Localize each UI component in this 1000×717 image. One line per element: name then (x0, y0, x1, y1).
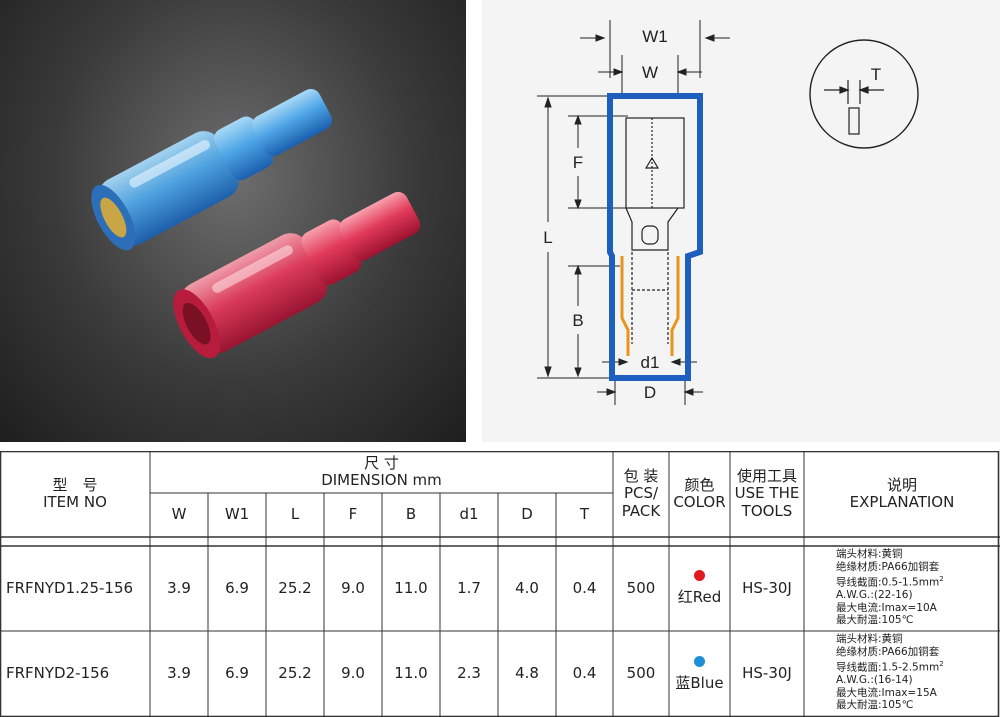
header-color-cn: 颜色 (684, 475, 715, 494)
row-pack: 500 (626, 578, 656, 597)
connector-photo-illustration (91, 88, 421, 359)
header-explanation-en: EXPLANATION (849, 493, 955, 511)
row-dim-W: 3.9 (167, 578, 191, 597)
technical-drawing: W1 W T F L B d1 D (482, 0, 1000, 442)
label-d1: d1 (641, 353, 660, 372)
label-T: T (871, 65, 881, 84)
label-D: D (644, 383, 656, 402)
explanation-line: A.W.G.:(16-14) (836, 674, 913, 687)
label-W1: W1 (642, 27, 668, 46)
header-dimension: 尺 寸 DIMENSION mm (150, 451, 613, 493)
row-dim-F: 9.0 (341, 664, 365, 683)
specification-table: 型 号 ITEM NO 尺 寸 DIMENSION mm W W1 L F B … (0, 451, 1000, 717)
explanation-line: 端头材料:黄铜 (836, 633, 903, 645)
explanation-line: A.W.G.:(22-16) (836, 589, 913, 602)
header-dim-D: D (521, 505, 533, 524)
header-pack-cn: 包 装 (623, 467, 659, 486)
row-dim-D: 4.0 (515, 578, 539, 597)
blue-connector (91, 88, 333, 251)
explanation-line: 绝缘材质:PA66加铜套 (836, 560, 940, 573)
red-connector (173, 191, 421, 359)
label-L: L (543, 228, 552, 247)
header-dim-L: L (290, 505, 300, 524)
row-dim-B: 11.0 (394, 578, 428, 597)
row-color: 红Red (669, 546, 730, 631)
row-item-no: FRFNYD1.25-156 (6, 578, 134, 597)
row-dim-W: 3.9 (167, 664, 191, 683)
explanation-line: 导线截面:1.5-2.5mm2 (836, 660, 944, 674)
header-item-no-cn: 型 号 (52, 475, 98, 494)
header-item-no: 型 号 ITEM NO (0, 451, 150, 537)
row-explanation: 端头材料:黄铜 绝缘材质:PA66加铜套 导线截面:1.5-2.5mm2 A.W… (836, 633, 944, 712)
header-tools: 使用工具 USE THE TOOLS (730, 451, 804, 537)
row-dim-T: 0.4 (572, 578, 597, 597)
header-pack: 包 装 PCS/ PACK (613, 451, 669, 537)
row-dim-T: 0.4 (572, 664, 597, 683)
header-dim-B: B (405, 505, 417, 524)
explanation-line: 最大电流:Imax=15A (836, 686, 937, 699)
color-dot-icon (694, 570, 705, 582)
header-dimension-en: DIMENSION mm (321, 471, 442, 489)
header-pack-en: PCS/ PACK (621, 484, 661, 520)
label-W: W (642, 63, 658, 82)
header-tools-en: USE THE TOOLS (734, 484, 800, 520)
header-dim-F: F (348, 505, 358, 524)
row-dim-W1: 6.9 (225, 578, 249, 597)
explanation-line: 端头材料:黄铜 (836, 548, 903, 560)
header-dim-T: T (579, 505, 590, 524)
row-color-label: 红Red (677, 588, 722, 607)
row-dim-B: 11.0 (394, 664, 428, 683)
header-dim-W1: W1 (224, 505, 250, 524)
explanation-line: 最大耐温:105℃ (836, 699, 914, 712)
row-dim-L: 25.2 (278, 664, 312, 683)
header-item-no-en: ITEM NO (43, 493, 107, 511)
label-B: B (572, 311, 583, 330)
row-dim-d1: 1.7 (457, 578, 481, 597)
row-tool: HS-30J (742, 664, 792, 683)
row-dim-F: 9.0 (341, 578, 365, 597)
header-tools-cn: 使用工具 (736, 467, 797, 486)
header-explanation: 说明 EXPLANATION (804, 451, 1000, 537)
row-item-no: FRFNYD2-156 (6, 664, 110, 683)
row-color: 蓝Blue (669, 631, 730, 717)
row-tool: HS-30J (742, 578, 792, 597)
row-color-label: 蓝Blue (675, 673, 724, 692)
row-explanation: 端头材料:黄铜 绝缘材质:PA66加铜套 导线截面:0.5-1.5mm2 A.W… (836, 548, 944, 627)
product-photo (0, 0, 466, 442)
color-dot-icon (694, 655, 705, 667)
header-explanation-cn: 说明 (886, 475, 917, 494)
header-color-en: COLOR (673, 493, 726, 511)
row-dim-D: 4.8 (515, 664, 539, 683)
header-dim-W: W (171, 505, 187, 524)
explanation-line: 最大耐温:105℃ (836, 614, 914, 627)
dimension-drawing: W1 W T F L B d1 D (537, 20, 919, 405)
label-F: F (573, 153, 583, 172)
row-dim-L: 25.2 (278, 578, 312, 597)
explanation-line: 绝缘材质:PA66加铜套 (836, 645, 940, 658)
explanation-line: 导线截面:0.5-1.5mm2 (836, 575, 944, 589)
row-pack: 500 (626, 664, 656, 683)
row-dim-d1: 2.3 (457, 664, 481, 683)
header-dimension-cn: 尺 寸 (364, 453, 399, 472)
row-dim-W1: 6.9 (225, 664, 249, 683)
header-dim-d1: d1 (459, 505, 479, 524)
header-color: 颜色 COLOR (669, 451, 730, 537)
explanation-line: 最大电流:Imax=10A (836, 601, 937, 614)
